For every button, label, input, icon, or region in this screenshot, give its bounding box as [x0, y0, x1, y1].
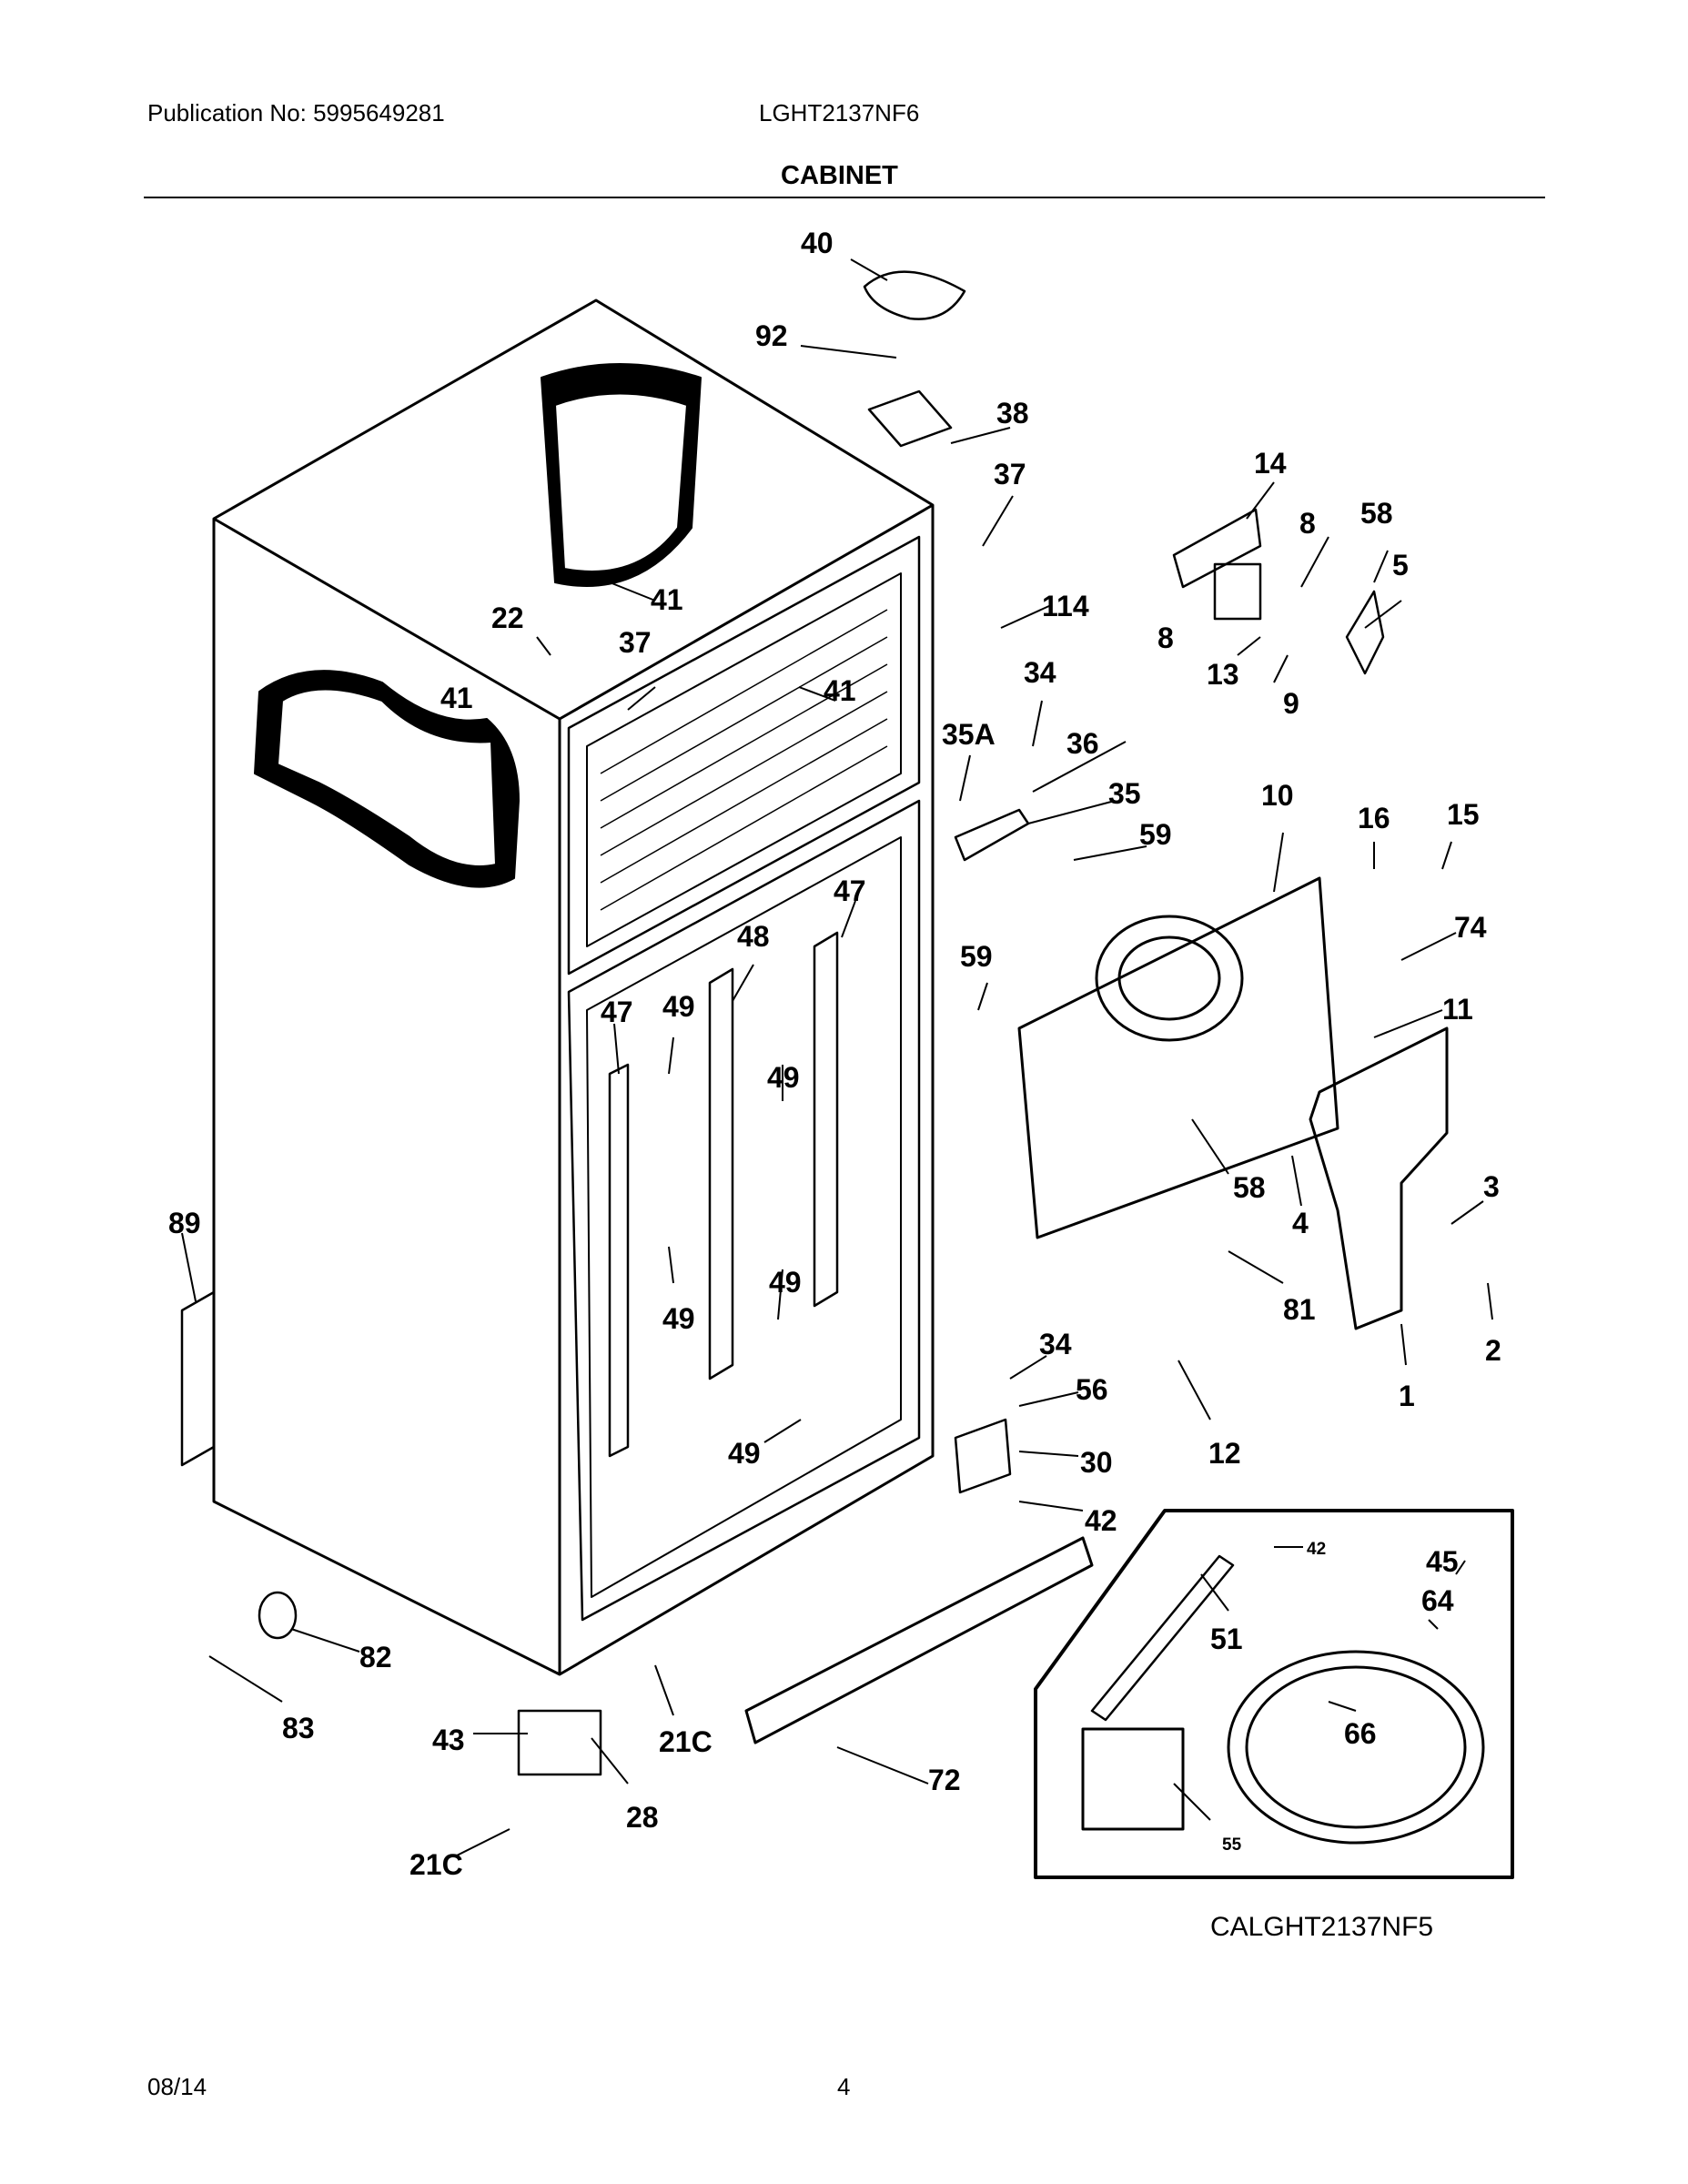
callout-64: 64: [1421, 1584, 1454, 1617]
callout-49-d: 49: [769, 1266, 802, 1299]
bottom-hinge-30: [954, 1418, 1012, 1494]
callout-59-left: 59: [960, 940, 993, 973]
callout-55: 55: [1222, 1835, 1242, 1855]
section-title: CABINET: [781, 161, 898, 190]
footer-page-number: 4: [837, 2073, 851, 2100]
fan-blade-5: [1345, 590, 1385, 675]
callout-41-inner: 41: [824, 674, 856, 707]
inset-caption: CALGHT2137NF5: [1210, 1912, 1433, 1942]
publication-number: Publication No: 5995649281: [147, 99, 445, 126]
callout-56: 56: [1076, 1373, 1108, 1406]
callout-21c-right: 21C: [659, 1725, 713, 1758]
header-rule: [144, 197, 1545, 198]
callout-4: 4: [1292, 1207, 1309, 1239]
callout-74: 74: [1454, 911, 1487, 944]
callout-30: 30: [1080, 1446, 1113, 1479]
footer-date: 08/14: [147, 2073, 207, 2100]
callout-83: 83: [282, 1712, 315, 1744]
callout-47-right: 47: [834, 875, 866, 907]
callout-28: 28: [626, 1801, 659, 1834]
callout-114: 114: [1042, 590, 1089, 622]
water-valve-55: [1081, 1727, 1185, 1831]
callout-41-top: 41: [651, 583, 683, 616]
callout-1: 1: [1399, 1380, 1415, 1412]
fan-motor-13: [1213, 562, 1262, 621]
toe-grille-72: [744, 1536, 1094, 1744]
callout-22: 22: [491, 602, 524, 634]
top-hinge-38: [867, 389, 953, 448]
center-hinge-35: [954, 808, 1030, 862]
cabinet-body: [212, 298, 935, 1676]
leveler-82: [258, 1591, 298, 1640]
callout-37: 37: [994, 458, 1026, 490]
callout-48: 48: [737, 920, 770, 953]
fill-tube-51: [1090, 1554, 1235, 1722]
callout-66: 66: [1344, 1717, 1377, 1750]
callout-42-inset: 42: [1307, 1540, 1326, 1559]
callout-58-lower: 58: [1233, 1171, 1266, 1204]
rear-panel-10: [1017, 876, 1339, 1239]
hinge-cover-40: [863, 270, 966, 320]
callout-21c-left: 21C: [409, 1848, 463, 1881]
callout-11: 11: [1442, 993, 1473, 1026]
callout-72: 72: [928, 1764, 961, 1796]
callout-3: 3: [1483, 1170, 1500, 1203]
callout-81: 81: [1283, 1293, 1316, 1326]
callout-40: 40: [801, 227, 834, 259]
callout-14: 14: [1254, 447, 1287, 480]
callout-49-e: 49: [728, 1437, 761, 1470]
air-duct-1: [1309, 1026, 1449, 1330]
valve-bracket-43: [517, 1709, 602, 1776]
callout-49-b: 49: [767, 1061, 800, 1094]
callout-49-c: 49: [662, 1302, 695, 1335]
callout-10: 10: [1261, 779, 1294, 812]
model-number: LGHT2137NF6: [759, 99, 920, 126]
callout-2: 2: [1485, 1334, 1501, 1367]
fan-bracket-14: [1172, 508, 1262, 589]
callout-58: 58: [1360, 497, 1393, 530]
callout-36: 36: [1066, 727, 1099, 760]
shelf-support-47-right: [813, 931, 839, 1308]
callout-16: 16: [1358, 802, 1390, 834]
callout-8-left: 8: [1157, 622, 1174, 654]
callout-82: 82: [359, 1641, 392, 1673]
water-tube-66: [1227, 1650, 1485, 1845]
callout-92: 92: [755, 319, 788, 352]
callout-45: 45: [1426, 1545, 1459, 1578]
callout-34-bottom: 34: [1039, 1328, 1072, 1360]
callout-8: 8: [1299, 507, 1316, 540]
shelf-rail-48: [708, 967, 734, 1380]
callout-15: 15: [1447, 798, 1480, 831]
side-panel-89: [180, 1290, 216, 1467]
callout-35a: 35A: [942, 718, 996, 751]
callout-35: 35: [1108, 777, 1141, 810]
callout-9: 9: [1283, 687, 1299, 720]
ice-maker-kit-inset: [1034, 1509, 1514, 1879]
callout-51: 51: [1210, 1623, 1243, 1655]
callout-43: 43: [432, 1724, 465, 1756]
callout-49-a: 49: [662, 990, 695, 1023]
callout-12: 12: [1208, 1437, 1241, 1470]
callout-34-top: 34: [1024, 656, 1056, 689]
callout-37-inner: 37: [619, 626, 652, 659]
callout-89: 89: [168, 1207, 201, 1239]
callout-13: 13: [1207, 658, 1239, 691]
fresh-food-opening: [567, 799, 921, 1622]
callout-41-side: 41: [440, 682, 473, 714]
freezer-opening: [567, 535, 921, 976]
callout-59-right: 59: [1139, 818, 1172, 851]
callout-5: 5: [1392, 549, 1409, 581]
callout-42: 42: [1085, 1504, 1117, 1537]
callout-38: 38: [996, 397, 1029, 430]
shelf-support-47-left: [608, 1063, 630, 1458]
callout-47-left: 47: [601, 996, 633, 1028]
